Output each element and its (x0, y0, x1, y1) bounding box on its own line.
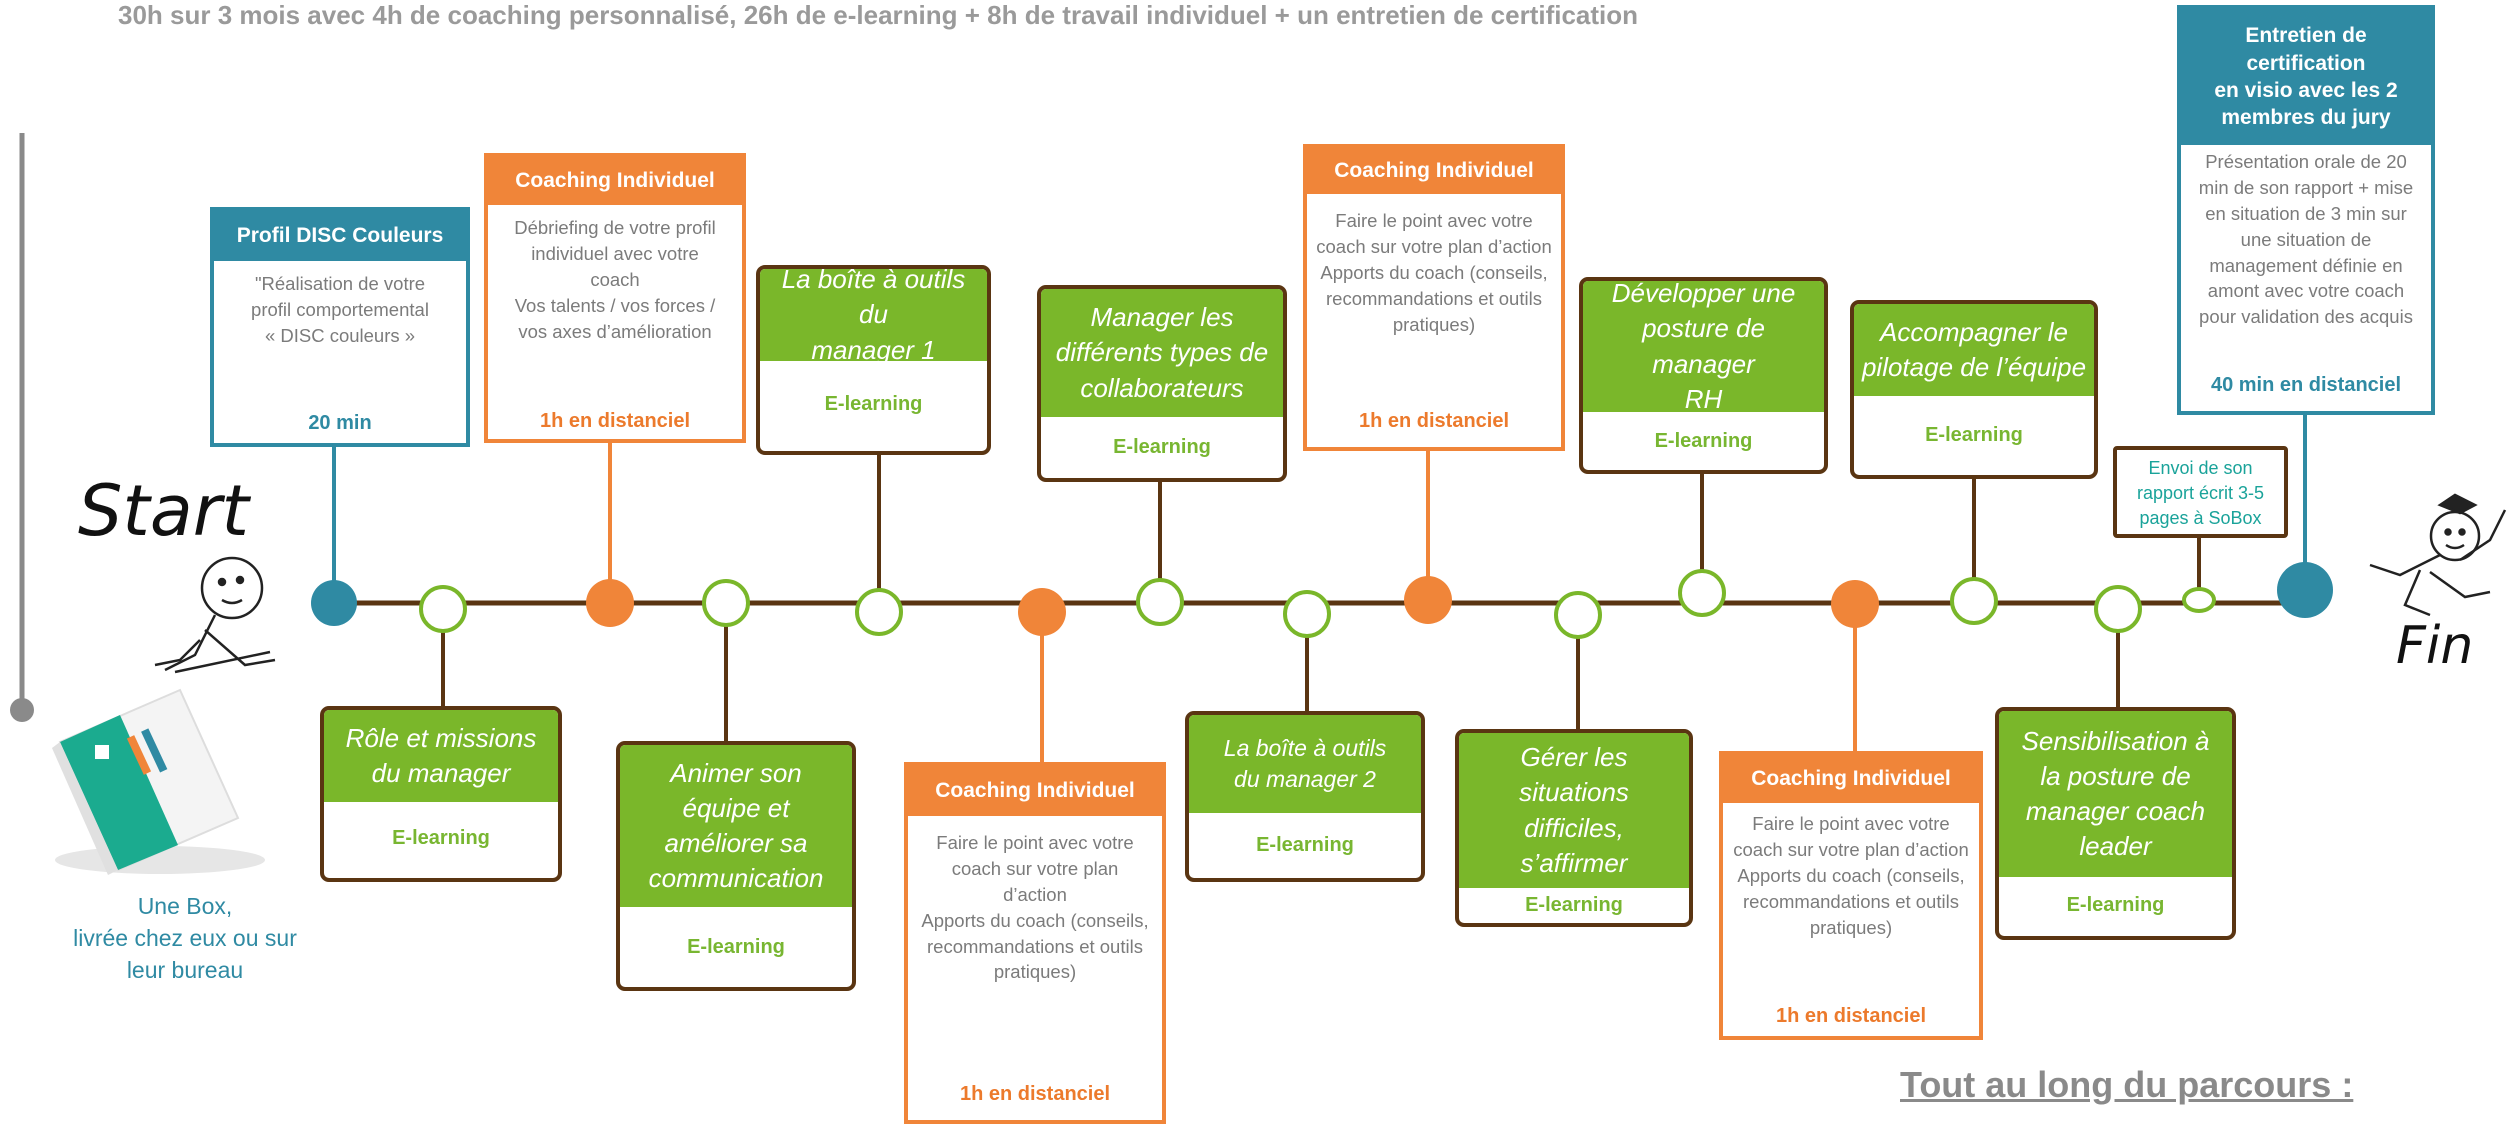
step-type-label: E-learning (824, 392, 923, 415)
step-description: Faire le point avec votre coach sur votr… (1733, 813, 1969, 938)
page-header: 30h sur 3 mois avec 4h de coaching perso… (118, 0, 1639, 30)
node-coaching1 (586, 579, 634, 627)
box-caption: Une Box, livrée chez eux ou sur leur bur… (40, 890, 330, 987)
step-type-label: E-learning (2066, 894, 2165, 916)
step-description: Faire le point avec votre coach sur votr… (1316, 210, 1552, 335)
box-product-illustration (52, 688, 265, 875)
step-duration: 1h en distanciel (959, 1083, 1111, 1105)
step-title: Développer une posture de manager RH (1583, 281, 1824, 414)
step-title: La boîte à outils du manager 1 (760, 269, 987, 365)
step-manager-types-box: Manager les différents types de collabor… (1037, 285, 1287, 482)
step-duration: 40 min en distanciel (2210, 374, 2402, 396)
step-sensibilisation-box: Sensibilisation à la posture de manager … (1995, 707, 2236, 940)
step-role-box: Rôle et missions du manager E-learning (320, 706, 562, 882)
node-disc (311, 580, 357, 626)
step-description: Débriefing de votre profil individuel av… (514, 217, 716, 342)
step-type-label: E-learning (1113, 435, 1211, 458)
node-certification (2277, 562, 2333, 618)
step-duration: 1h en distanciel (1358, 410, 1510, 432)
step-title: Accompagner le pilotage de l’équipe (1854, 304, 2094, 396)
node-coaching3 (1404, 576, 1452, 624)
step-posture-rh-box: Développer une posture de manager RH E-l… (1579, 277, 1828, 474)
step-duration: 1h en distanciel (539, 410, 691, 432)
node-sensibilisation (2094, 585, 2142, 633)
step-description: Faire le point avec votre coach sur votr… (921, 832, 1149, 983)
node-gerer (1554, 591, 1602, 639)
node-boite1 (855, 588, 903, 636)
step-title: Coaching Individuel (1723, 755, 1979, 803)
step-boite-2-box: La boîte à outils du manager 2 E-learnin… (1185, 711, 1425, 882)
node-boite2 (1283, 590, 1331, 638)
node-manager-types (1136, 578, 1184, 626)
step-type-label: E-learning (1525, 893, 1623, 916)
step-type-label: E-learning (1654, 429, 1753, 452)
step-title: Coaching Individuel (908, 766, 1162, 816)
step-duration: 1h en distanciel (1775, 1005, 1927, 1027)
step-title: Profil DISC Couleurs (214, 211, 466, 261)
step-title: Coaching Individuel (488, 157, 742, 205)
step-title: Gérer les situations difficiles, s’affir… (1459, 733, 1689, 888)
node-role (419, 585, 467, 633)
step-title: Rôle et missions du manager (324, 710, 558, 802)
box-caption-line: Une Box, (137, 893, 233, 919)
step-title: La boîte à outils du manager 2 (1189, 715, 1421, 813)
step-title: Sensibilisation à la posture de manager … (1999, 711, 2232, 877)
step-disc-box: Profil DISC Couleurs "Réalisation de vot… (210, 207, 470, 447)
step-duration: 20 min (308, 412, 372, 434)
stick-figure-start (154, 556, 276, 674)
step-coaching-4-box: Coaching Individuel Faire le point avec … (1719, 751, 1983, 1040)
node-animer (702, 579, 750, 627)
step-certification-box: Entretien de certification en visio avec… (2177, 5, 2435, 415)
step-type-label: E-learning (1256, 833, 1354, 856)
fin-label: Fin (2396, 616, 2474, 676)
step-coaching-3-box: Coaching Individuel Faire le point avec … (1303, 144, 1565, 451)
step-accompagner-box: Accompagner le pilotage de l’équipe E-le… (1850, 300, 2098, 479)
step-boite-1-box: La boîte à outils du manager 1 E-learnin… (756, 265, 991, 455)
step-envoi-box: Envoi de son rapport écrit 3-5 pages à S… (2113, 446, 2288, 538)
node-coaching2 (1018, 588, 1066, 636)
step-coaching-2-box: Coaching Individuel Faire le point avec … (904, 762, 1166, 1124)
node-posture-rh (1678, 569, 1726, 617)
node-envoi (2182, 587, 2216, 613)
step-title: Entretien de certification en visio avec… (2181, 9, 2431, 145)
stick-figure-fin (2369, 493, 2507, 617)
start-label: Start (78, 470, 250, 552)
box-caption-line: leur bureau (126, 957, 244, 984)
box-caption-line: livrée chez eux ou sur (73, 925, 297, 952)
step-title: Manager les différents types de collabor… (1041, 289, 1283, 417)
step-description: Présentation orale de 20 min de son rapp… (2198, 151, 2414, 328)
node-coaching4 (1831, 580, 1879, 628)
step-title: Coaching Individuel (1307, 148, 1561, 194)
left-line-end-dot (10, 698, 34, 722)
step-animer-box: Animer son équipe et améliorer sa commun… (616, 741, 856, 991)
step-gerer-box: Gérer les situations difficiles, s’affir… (1455, 729, 1693, 927)
bottom-section-title: Tout au long du parcours : (1900, 1064, 2354, 1105)
step-description: "Réalisation de votre profil comportemen… (251, 273, 429, 346)
step-coaching-1-box: Coaching Individuel Débriefing de votre … (484, 153, 746, 443)
node-accompagner (1950, 577, 1998, 625)
step-type-label: E-learning (1925, 423, 2023, 446)
step-type-label: E-learning (687, 935, 785, 958)
step-type-label: E-learning (392, 826, 490, 849)
step-title: Animer son équipe et améliorer sa commun… (620, 745, 852, 907)
